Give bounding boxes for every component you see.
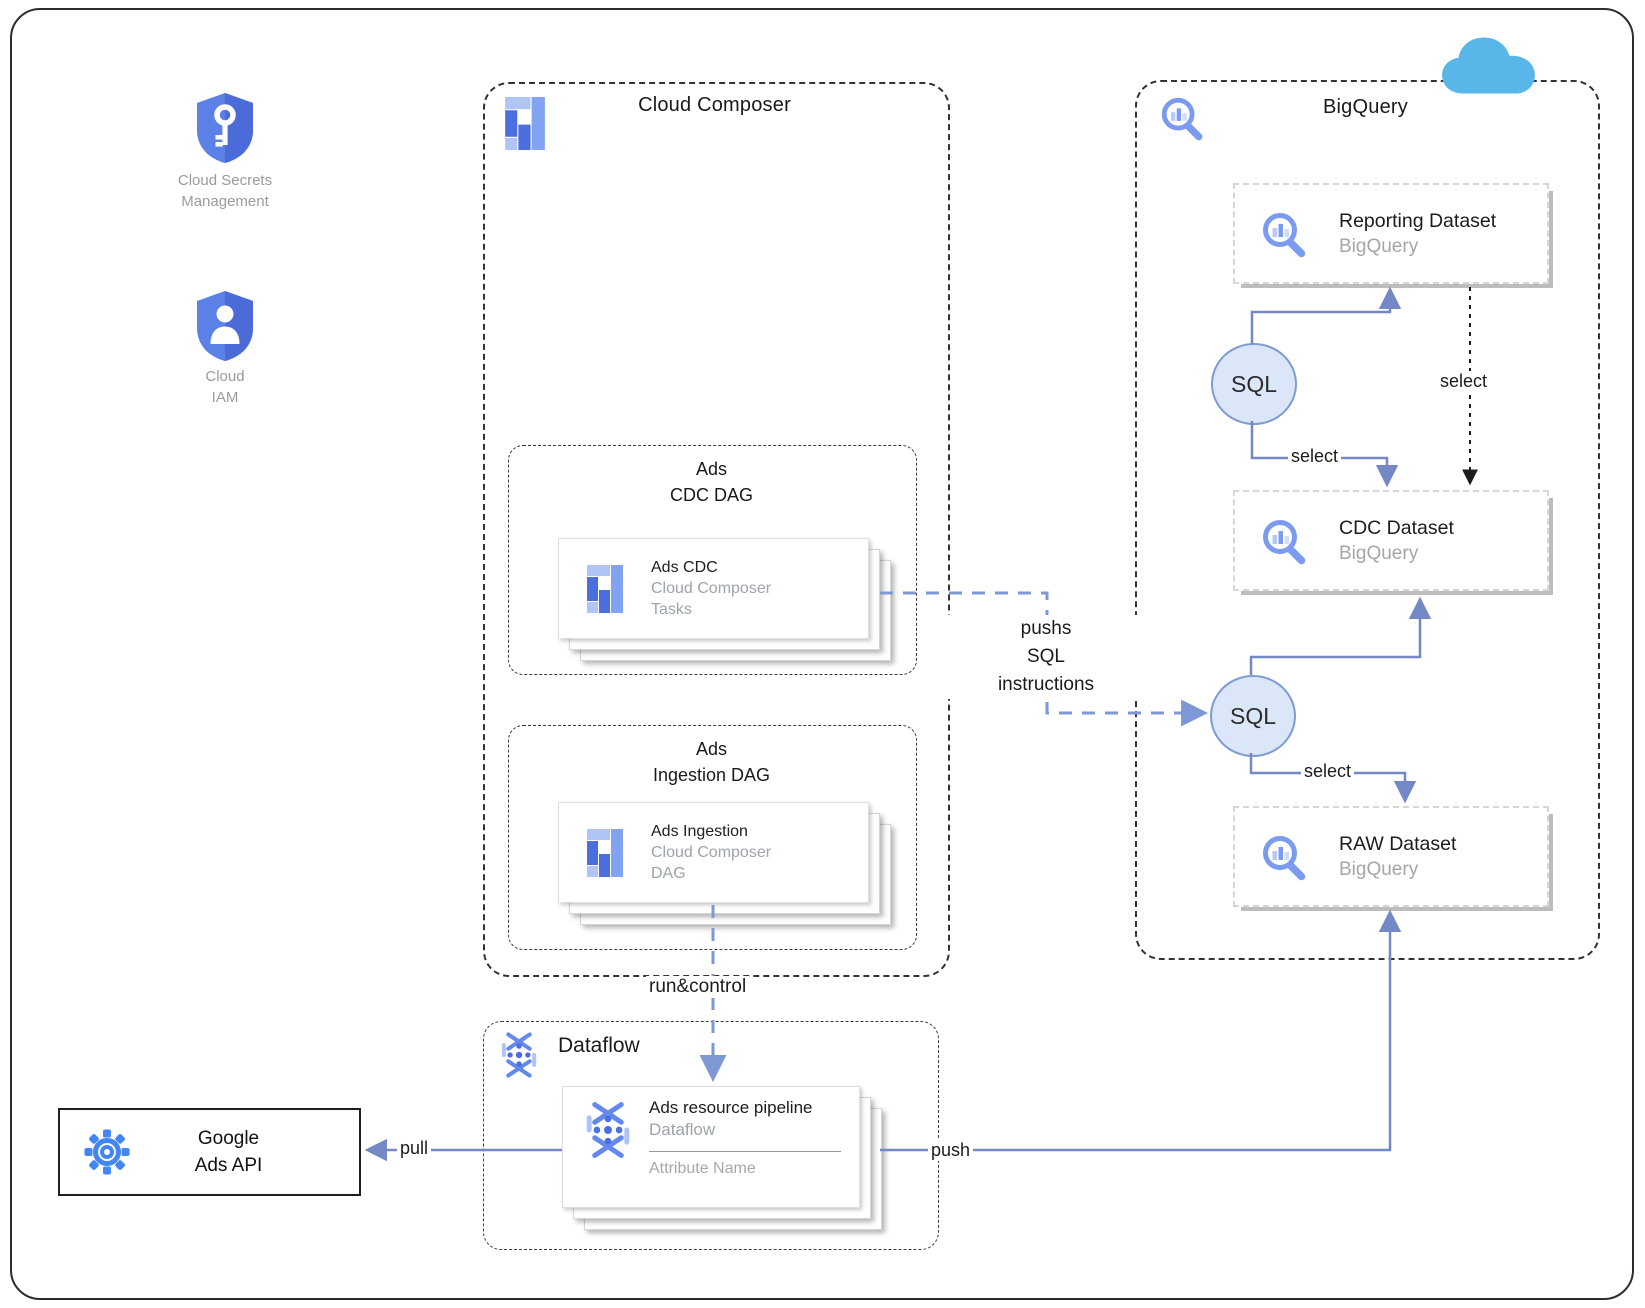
ads-cdc-card-subtitle-line2: Tasks [651,601,692,618]
pipeline-card-title: Ads resource pipeline [649,1098,813,1117]
ads-cdc-dag-title-line1: Ads [695,459,728,479]
cloud-icon [1442,37,1535,94]
cloud-iam-label: Cloud IAM [120,366,330,408]
ads-cdc-card-title: Ads CDC [651,559,718,576]
ads-cdc-dag-group [508,445,917,675]
ads-cdc-dag-title: Ads CDC DAG [508,456,915,508]
bigquery-icon [1161,97,1203,141]
bigquery-title: BigQuery [1323,96,1408,118]
cloud-iam-label-line1: Cloud [205,368,245,385]
cdc-dataset-subtitle: BigQuery [1339,543,1419,564]
gear-icon [84,1129,130,1175]
google-ads-api-box: Google Ads API [58,1108,361,1196]
ads-ingestion-dag-title: Ads Ingestion DAG [508,736,915,788]
edge-label-pull: pull [397,1138,432,1159]
cloud-iam-icon [197,291,253,361]
dataflow-icon [586,1102,630,1158]
google-ads-api-line1: Google [197,1128,260,1149]
cloud-composer-icon [587,564,623,613]
edge-label-pushs-sql-instructions: pushs SQL instructions [946,615,1146,699]
cloud-composer-icon [505,97,545,150]
ads-cdc-dag-title-line2: CDC DAG [669,485,753,505]
dataflow-icon [501,1032,537,1078]
reporting-dataset-subtitle: BigQuery [1339,236,1419,257]
bigquery-icon [1263,212,1306,257]
pushs-sql-line2: SQL [1026,646,1066,667]
ads-ingestion-card-subtitle-line1: Cloud Composer [651,844,772,861]
ads-cdc-card-subtitle-line1: Cloud Composer [651,580,772,597]
pipeline-card-attribute: Attribute Name [649,1160,756,1177]
ads-ingestion-card-subtitle-line2: DAG [651,865,686,882]
ads-cdc-card-stack: Ads CDC Cloud Composer Tasks [558,538,891,661]
ads-ingestion-card-stack: Ads Ingestion Cloud Composer DAG [558,802,891,925]
raw-dataset-card: RAW Dataset BigQuery [1233,806,1549,907]
edge-label-push: push [928,1140,974,1161]
pipeline-card-divider [649,1151,841,1152]
pipeline-card-subtitle: Dataflow [649,1120,716,1139]
cloud-secrets-management-label: Cloud Secrets Management [120,170,330,212]
edge-label-select-cdc: select [1288,446,1342,467]
cloud-secrets-label-line1: Cloud Secrets [177,172,273,189]
edge-label-select-raw: select [1301,761,1355,782]
ads-ingestion-dag-title-line1: Ads [695,739,728,759]
ads-resource-pipeline-card: Ads resource pipeline Dataflow Attribute… [562,1086,860,1208]
bigquery-icon [1263,519,1306,564]
dataflow-title: Dataflow [558,1034,640,1057]
edge-label-run-control: run&control [646,976,750,998]
cloud-secrets-label-line2: Management [181,193,269,210]
cloud-composer-icon [587,828,623,877]
pushs-sql-line3: instructions [997,674,1095,695]
ads-ingestion-card: Ads Ingestion Cloud Composer DAG [558,802,869,903]
ads-cdc-card: Ads CDC Cloud Composer Tasks [558,538,869,639]
cloud-composer-title: Cloud Composer [638,94,791,116]
bigquery-icon [1263,835,1306,880]
reporting-dataset-title: Reporting Dataset [1339,210,1497,232]
cdc-dataset-card: CDC Dataset BigQuery [1233,490,1549,591]
google-ads-api-line2: Ads API [194,1155,263,1176]
pushs-sql-line1: pushs [1020,618,1072,639]
ads-ingestion-dag-title-line2: Ingestion DAG [652,765,771,785]
ads-ingestion-card-title: Ads Ingestion [651,823,748,840]
sql-node-top: SQL [1211,343,1297,425]
raw-dataset-title: RAW Dataset [1339,833,1457,855]
cloud-iam-label-line2: IAM [211,389,239,406]
cloud-secrets-management-icon [197,93,253,163]
cdc-dataset-title: CDC Dataset [1339,517,1454,539]
edge-label-select-reporting: select [1437,371,1491,392]
ads-resource-pipeline-card-stack: Ads resource pipeline Dataflow Attribute… [562,1086,882,1230]
raw-dataset-subtitle: BigQuery [1339,859,1419,880]
reporting-dataset-card: Reporting Dataset BigQuery [1233,183,1549,284]
sql-node-bottom: SQL [1210,675,1296,757]
google-ads-api-label: Google Ads API [132,1125,359,1179]
